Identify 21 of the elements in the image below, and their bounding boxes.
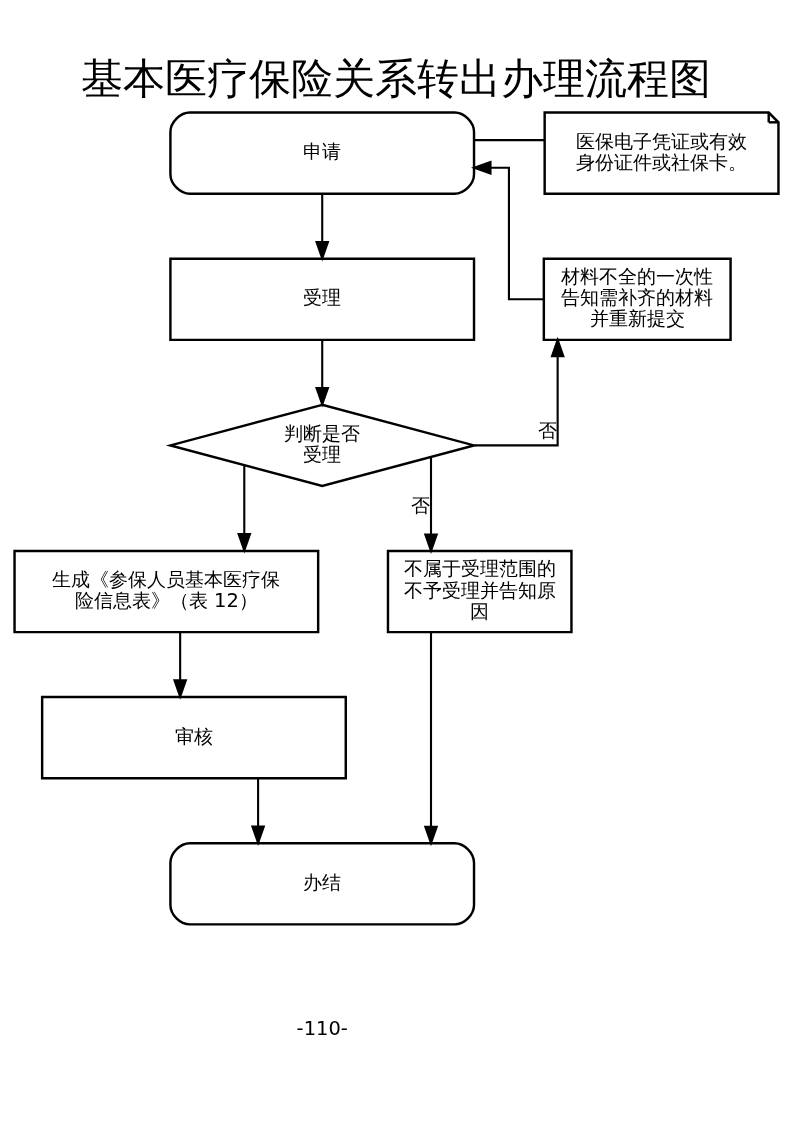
node-box: 材料不全的一次性告知需补齐的材料并重新提交 (542, 256, 732, 341)
node-box: 受理 (169, 256, 476, 341)
arrow (250, 777, 266, 846)
edge-label: 否 (537, 418, 557, 442)
arrow (471, 160, 544, 300)
node-box: 不属于受理范围的不予受理并告知原因 (386, 549, 573, 633)
node-box: 办结 (169, 841, 476, 926)
arrow (423, 631, 439, 846)
edge-label: 否 (410, 493, 430, 517)
arrow (315, 339, 330, 408)
arrow (237, 465, 252, 554)
arrow (173, 631, 188, 700)
arrow (315, 193, 330, 261)
arrow (423, 456, 439, 554)
node-box: 生成《参保人员基本医疗保险信息表》（表 12） (13, 549, 320, 633)
connector (474, 138, 545, 141)
node-box: 审核 (40, 695, 347, 779)
diagram-title: 基本医疗保险关系转出办理流程图 (81, 53, 712, 103)
arrow (474, 336, 565, 446)
node-box: 申请 (169, 110, 476, 195)
label: -110- (296, 1016, 348, 1040)
